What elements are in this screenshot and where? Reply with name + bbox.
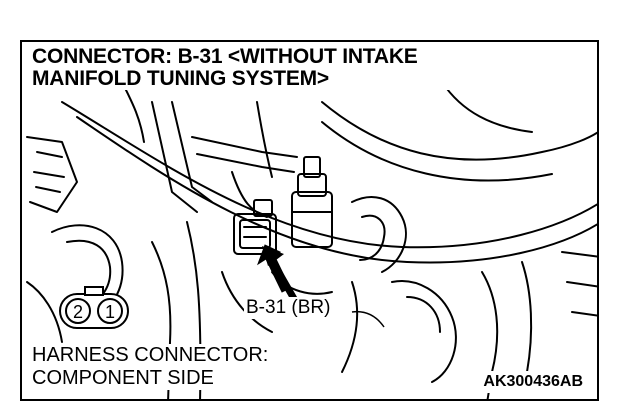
pointer-arrow	[257, 244, 301, 308]
harness-line-2: COMPONENT SIDE	[32, 367, 214, 389]
tube-top	[191, 136, 298, 158]
sensor-body	[291, 191, 333, 248]
diagram-title: CONNECTOR: B-31 <WITHOUT INTAKE MANIFOLD…	[32, 46, 592, 90]
harness-line-1: HARNESS CONNECTOR:	[32, 344, 269, 366]
title-line-2: MANIFOLD TUNING SYSTEM>	[32, 68, 333, 90]
connector-label: B-31 (BR)	[244, 297, 333, 319]
vertical-tube-left	[151, 101, 198, 213]
pin-1-label: 1	[105, 302, 115, 322]
figure-code: AK300436AB	[481, 371, 585, 393]
title-line-1: CONNECTOR: B-31 <WITHOUT INTAKE	[32, 46, 422, 68]
pin-2-label: 2	[73, 302, 83, 322]
engine-illustration: 2 1	[26, 81, 597, 399]
harness-connector-symbol	[59, 286, 129, 329]
right-hose-lower	[321, 121, 553, 182]
manifold-runner	[351, 196, 407, 273]
harness-curve-lower	[76, 116, 597, 264]
diagram-frame: 2 1 CONNECTOR: B-31 <WITHOUT INTAKE MANI…	[20, 40, 599, 401]
left-bracket	[26, 136, 78, 213]
harness-connector-caption: HARNESS CONNECTOR: COMPONENT SIDE	[32, 344, 275, 390]
right-hose-upper	[321, 101, 597, 161]
harness-curve-upper	[61, 101, 597, 249]
